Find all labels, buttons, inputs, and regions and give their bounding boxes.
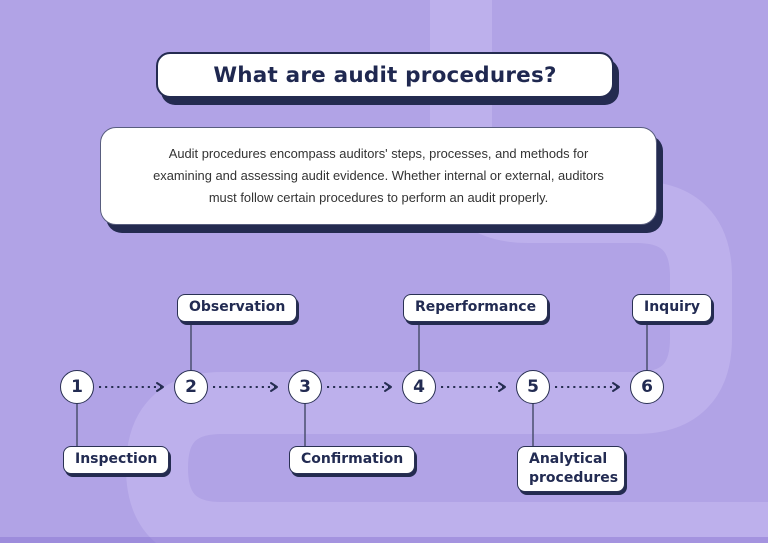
description-card: Audit procedures encompass auditors' ste…: [100, 127, 657, 225]
step-circle-2: 2: [174, 370, 208, 404]
step-number: 4: [413, 377, 425, 397]
step-circle-3: 3: [288, 370, 322, 404]
title-card: What are audit procedures?: [156, 52, 614, 98]
description-line: Audit procedures encompass auditors' ste…: [168, 146, 589, 161]
step-number: 5: [527, 377, 539, 397]
label-stem-line: [76, 321, 648, 446]
step-number: 1: [71, 377, 83, 397]
description-line: examining and assessing audit evidence. …: [153, 168, 604, 183]
step-number: 2: [185, 377, 197, 397]
step-circle-6: 6: [630, 370, 664, 404]
step-circle-4: 4: [402, 370, 436, 404]
bottom-edge-band: [0, 537, 768, 543]
step-label-reperformance: Reperformance: [403, 294, 549, 322]
step-label-confirmation: Confirmation: [289, 446, 416, 474]
step-label-analytical-procedures: Analytical procedures: [517, 446, 625, 492]
step-label-inspection: Inspection: [63, 446, 170, 474]
step-number: 3: [299, 377, 311, 397]
description-line: must follow certain procedures to perfor…: [208, 190, 549, 205]
dotted-arrow: [99, 382, 620, 392]
step-circle-1: 1: [60, 370, 94, 404]
step-label-observation: Observation: [177, 294, 298, 322]
step-label-inquiry: Inquiry: [632, 294, 712, 322]
step-number: 6: [641, 377, 653, 397]
step-circle-5: 5: [516, 370, 550, 404]
page-title: What are audit procedures?: [213, 62, 557, 88]
